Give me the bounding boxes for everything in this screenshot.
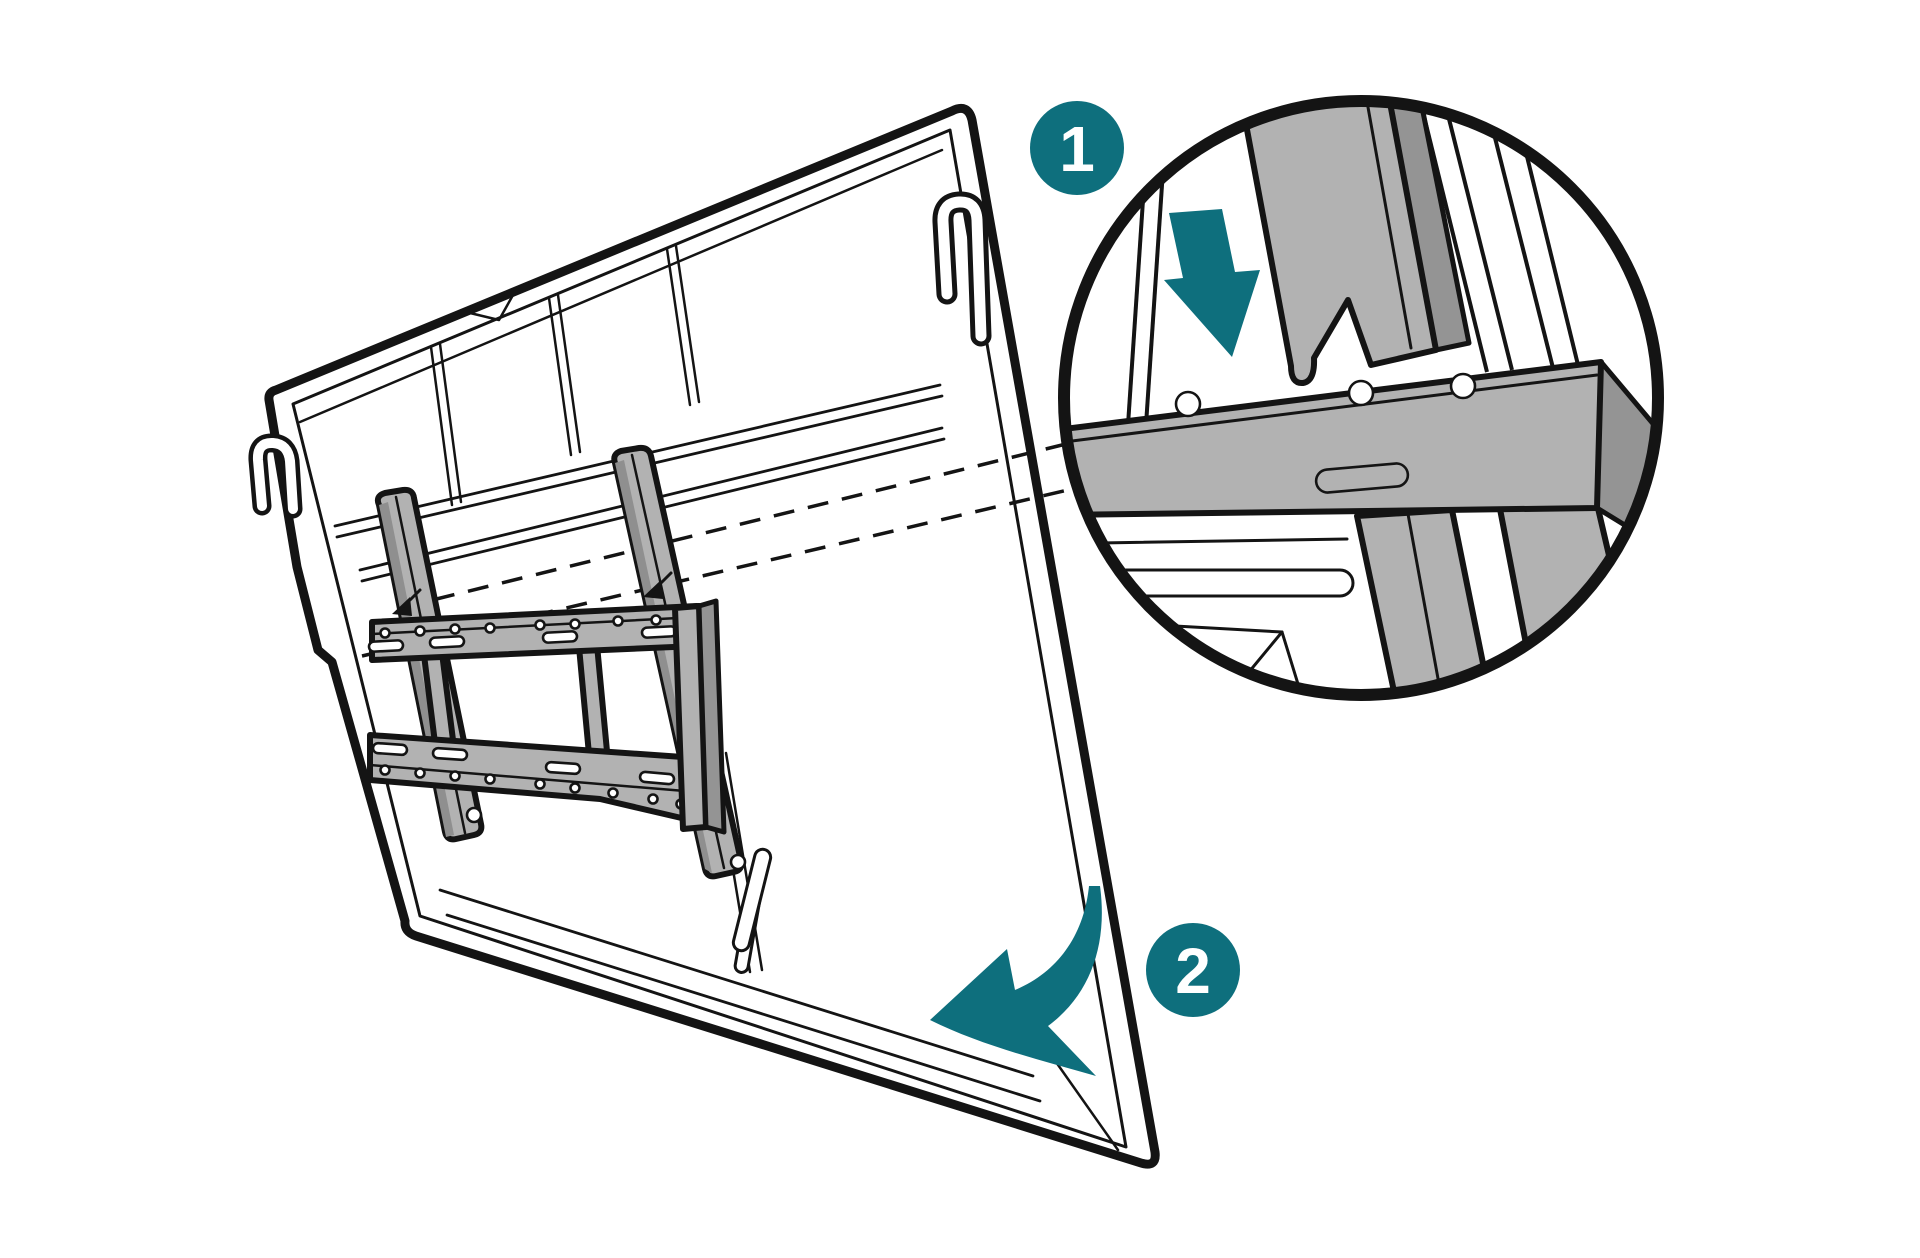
tv-panel-dividers [429, 244, 701, 507]
hook-bracket-face [1237, 101, 1439, 387]
tv-top-bezel-line [298, 148, 944, 424]
hook-position-marker [392, 588, 422, 616]
magnified-wall-rail [1064, 359, 1658, 543]
wall-bracket-frame [367, 598, 727, 835]
zoom-detail-circle-icon [1058, 95, 1664, 701]
right-carry-handle [932, 191, 992, 347]
rail-hole [1347, 379, 1375, 407]
magnified-hook-bracket [1237, 101, 1472, 387]
step-2-badge: 2 [1146, 923, 1240, 1017]
step-2-number: 2 [1175, 935, 1211, 1007]
rail-slot [1314, 462, 1410, 494]
step-badges: 1 2 [1030, 101, 1240, 1017]
bracket-bottom-rail [367, 732, 706, 826]
rail-hook-notch [729, 853, 747, 871]
tv-top-notch [468, 293, 515, 322]
rail-hole [1174, 390, 1202, 418]
vent-slot [731, 847, 773, 953]
hook-position-marker [643, 571, 673, 599]
step-1-number: 1 [1059, 113, 1095, 185]
screw-holes [379, 764, 687, 810]
down-arrow-icon [1164, 209, 1260, 357]
detail-circle-ring [1058, 95, 1664, 701]
left-carry-handle [248, 433, 303, 519]
step-1-badge: 1 [1030, 101, 1124, 195]
bracket-right-side-face [696, 598, 727, 835]
mounting-slots [367, 625, 678, 653]
rail-hole [1449, 372, 1477, 400]
detail-contents [1064, 101, 1658, 695]
rail-hook-notch [465, 806, 483, 824]
tv-handles [248, 191, 992, 519]
mounting-slots [371, 741, 676, 786]
wall-rail-face [1064, 359, 1604, 518]
magnified-vent-slot [1111, 568, 1355, 598]
curved-tilt-arrow-icon [930, 886, 1102, 1076]
